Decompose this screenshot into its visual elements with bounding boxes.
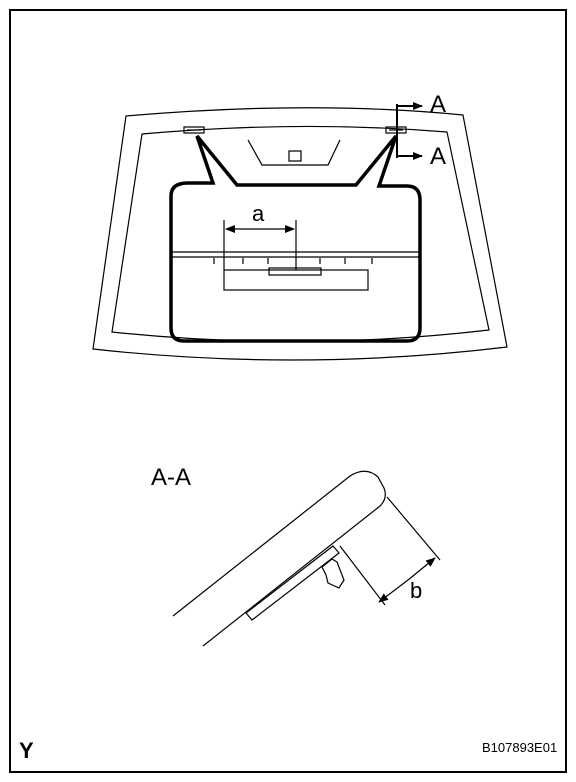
figure-border	[9, 9, 567, 773]
upper-clip-left	[183, 126, 205, 134]
dimension-a-indicator	[223, 220, 297, 270]
dimension-a-label: a	[252, 201, 265, 226]
dimension-b-indicator	[339, 496, 441, 606]
mirror-mount	[247, 139, 341, 166]
view-window-outline	[169, 134, 422, 343]
glass-section	[172, 470, 386, 647]
section-line-aa	[396, 102, 423, 160]
retainer-bar	[223, 267, 369, 291]
corner-mark: Y	[19, 738, 34, 763]
figure-code: B107893E01	[482, 740, 557, 755]
clip-ticks	[213, 258, 373, 264]
section-title: A-A	[151, 464, 191, 491]
section-arrow-label-top: A	[430, 91, 446, 118]
section-arrow-label-bottom: A	[430, 143, 446, 170]
dimension-b-label: b	[410, 578, 422, 603]
clip-section	[245, 545, 345, 621]
